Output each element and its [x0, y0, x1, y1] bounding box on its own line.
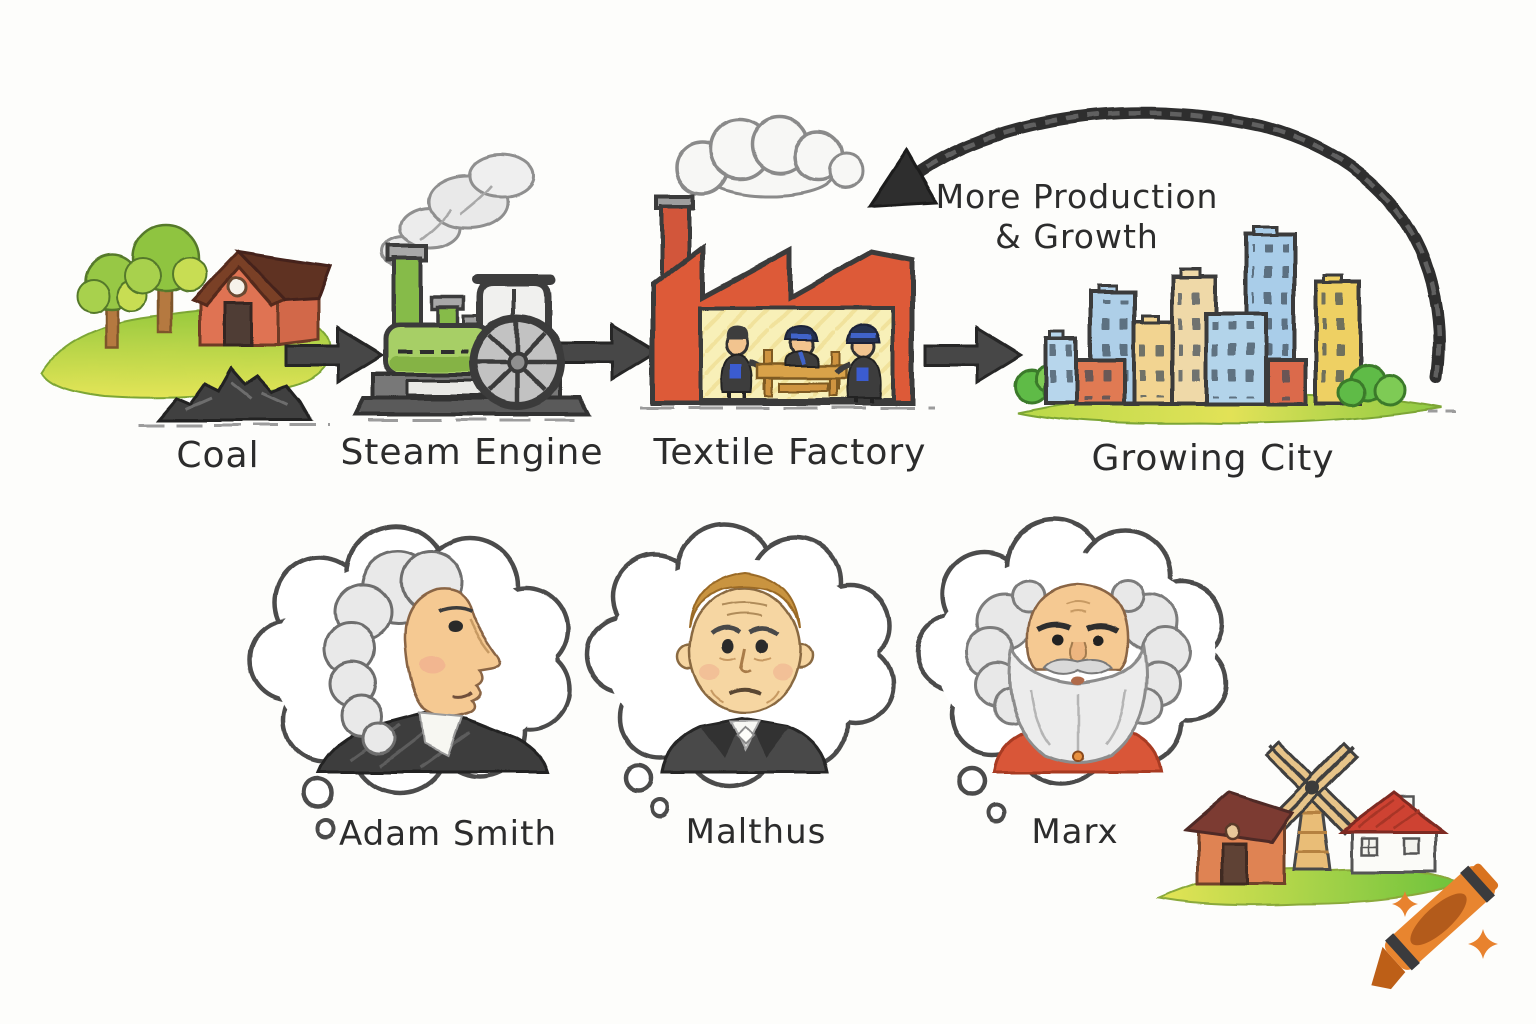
- bubble-trail-dot: [316, 818, 336, 838]
- textile-factory-illustration: [640, 115, 935, 410]
- thinker-label-adam-smith: Adam Smith: [339, 814, 557, 854]
- stage-label-coal: Coal: [176, 435, 259, 476]
- factory-worker: [784, 324, 820, 367]
- tree-icon: [124, 223, 208, 334]
- barn-icon: [190, 249, 333, 347]
- marx-portrait: [964, 578, 1192, 774]
- village-barn-icon: [1182, 790, 1295, 886]
- city-bush-icon: [1337, 362, 1407, 407]
- village-house-icon: [1337, 791, 1449, 874]
- growing-city-illustration: [1014, 225, 1460, 425]
- factory-worker: [720, 326, 769, 398]
- adam-smith-thought-bubble: [247, 523, 573, 838]
- bubble-trail-dot: [301, 776, 335, 810]
- thinker-label-malthus: Malthus: [686, 812, 827, 852]
- sparkle-icon: [1392, 891, 1418, 917]
- bubble-trail-dot: [622, 762, 654, 794]
- crayon-logo: [1371, 863, 1499, 990]
- flow-arrow-right: [284, 325, 385, 385]
- sparkle-icon: [1468, 929, 1498, 959]
- farm-scene-illustration: [40, 223, 333, 399]
- stage-label-growing-city: Growing City: [1091, 438, 1334, 479]
- crayon-icon: [1371, 863, 1499, 990]
- thinker-label-marx: Marx: [1031, 812, 1118, 852]
- factory-table: [756, 350, 848, 397]
- stage-label-textile-factory: Textile Factory: [653, 432, 927, 473]
- factory-worker: [833, 322, 882, 403]
- coal-pile-illustration: [138, 365, 330, 427]
- malthus-thought-bubble: [584, 521, 896, 818]
- flow-arrow-right: [558, 322, 659, 382]
- village-illustration: [1156, 740, 1465, 907]
- malthus-portrait: [660, 570, 830, 774]
- bubble-trail-dot: [956, 766, 988, 798]
- bubble-trail-dot: [986, 803, 1006, 823]
- flow-arrow-right: [923, 325, 1024, 385]
- feedback-arrow: [867, 106, 1446, 384]
- feedback-label-line2: & Growth: [995, 217, 1159, 256]
- feedback-label-line1: More Production: [936, 177, 1219, 216]
- stage-label-steam-engine: Steam Engine: [340, 432, 603, 473]
- arrowhead: [867, 147, 940, 208]
- marx-thought-bubble: [914, 516, 1229, 823]
- bubble-trail-dot: [650, 798, 670, 818]
- steam-engine-illustration: [352, 153, 592, 422]
- factory-smoke-icon: [674, 115, 865, 198]
- engine-wheel-icon: [469, 314, 565, 410]
- adam-smith-portrait: [315, 550, 551, 774]
- coal-pile-icon: [154, 365, 314, 422]
